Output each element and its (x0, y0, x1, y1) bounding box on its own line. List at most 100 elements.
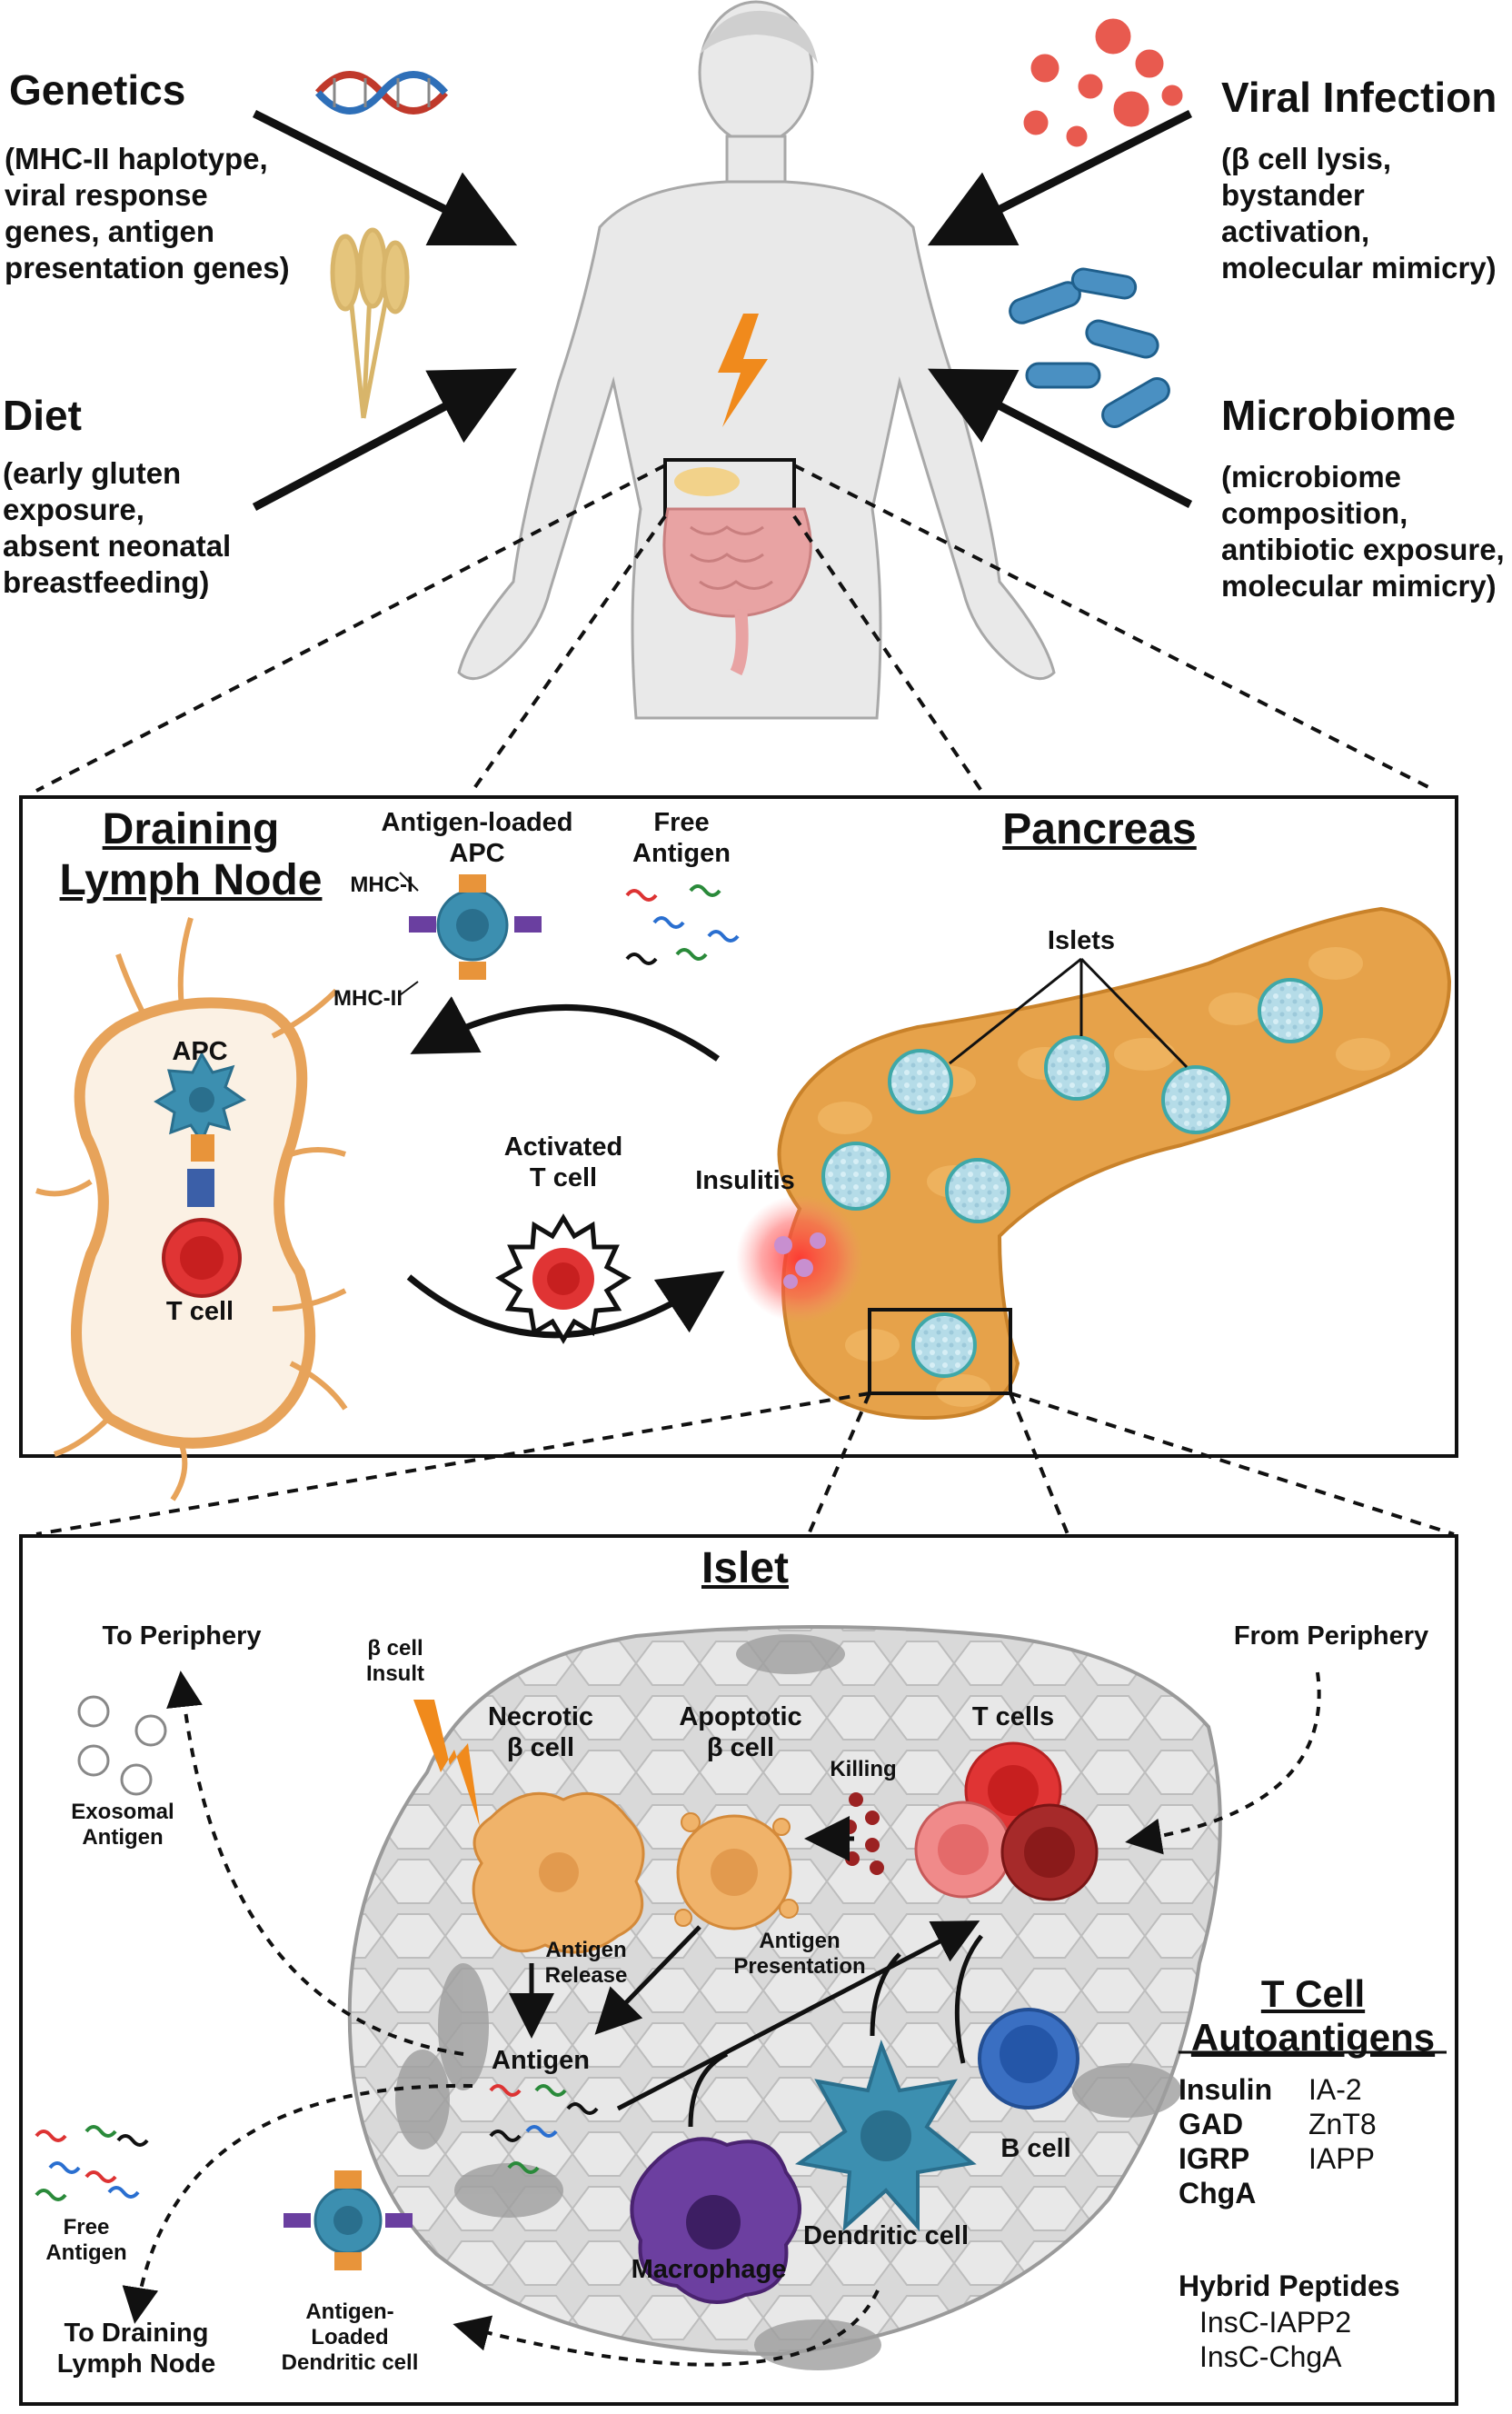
bottom-panel-border (19, 1534, 1458, 2406)
macrophage-label: Macrophage (631, 2255, 787, 2284)
zoom-lines-top (35, 464, 1437, 793)
mhc2-label: MHC-II (333, 986, 403, 1011)
genetics-line: (MHC-II haplotype, (5, 142, 268, 175)
autoantigen-item: Insulin (1179, 2073, 1273, 2106)
intestines-icon (662, 467, 812, 676)
insulitis-label: Insulitis (695, 1166, 795, 1195)
microbiome-line: composition, (1221, 496, 1408, 530)
diet-line: (early gluten (3, 456, 182, 490)
islets-leader-lines (949, 957, 1189, 1069)
autoantigen-item: IAPP (1308, 2142, 1375, 2175)
antigen-release-line: Antigen (545, 1938, 627, 1962)
dendritic-label: Dendritic cell (802, 2221, 970, 2250)
microbiome-line: (microbiome (1221, 460, 1402, 494)
autoantigens-title-line: Autoantigens (1190, 2016, 1436, 2059)
arrow-to-lymph (410, 996, 721, 1062)
loaded-dc-line: Loaded (311, 2325, 389, 2349)
viral-title: Viral Infection (1221, 74, 1497, 121)
virus-icon (1023, 18, 1183, 147)
loaded-dendritic-cell (284, 2170, 413, 2270)
necrotic-line: Necrotic (487, 1702, 594, 1731)
apc-loaded-label: Antigen-loaded APC (363, 807, 591, 869)
microbiome-title: Microbiome (1221, 392, 1457, 439)
dark-cells (395, 1634, 1181, 2370)
antigen-release-line: Release (544, 1963, 628, 1988)
hybrid-item: InsC-ChgA (1199, 2340, 1342, 2373)
lymph-node (35, 917, 348, 1501)
free-antigen-bottom-label: Free Antigen (36, 2215, 136, 2266)
apoptotic-line: β cell (706, 1733, 775, 1762)
islet-antigen-squiggles (489, 2084, 599, 2174)
microbiome-desc: (microbiome composition, antibiotic expo… (1221, 459, 1505, 604)
islet-title: Islet (701, 1544, 790, 1592)
macrophage (630, 2137, 801, 2304)
free-antigen-squiggles (625, 884, 740, 965)
necrotic-label: Necrotic β cell (468, 1701, 613, 1763)
genetics-line: genes, antigen (5, 214, 215, 248)
arrow-antigen-release-apoptotic (594, 1925, 701, 2035)
genetics-line: presentation genes) (5, 251, 290, 284)
autoantigens-left-list: Insulin GAD IGRP ChgA (1179, 2072, 1272, 2210)
apc-loaded-line: APC (449, 839, 505, 868)
free-antigen-label: Free Antigen (609, 807, 754, 869)
exosomal-antigen-icon (77, 1695, 167, 1796)
necrotic-nucleus (539, 1852, 579, 1892)
apoptotic-label: Apoptotic β cell (663, 1701, 818, 1763)
wheat-icon (330, 227, 410, 419)
islets (821, 978, 1323, 1378)
loaded-dc-line: Dendritic cell (281, 2350, 419, 2375)
microbiome-line: antibiotic exposure, (1221, 533, 1505, 566)
islets-label: Islets (1047, 926, 1116, 955)
activated-tcell (495, 1213, 632, 1344)
exosomal-line: Exosomal (71, 1800, 174, 1824)
lymph-title-line: Lymph Node (59, 856, 323, 904)
mhc1-label: MHC-I (350, 873, 413, 897)
viral-desc: (β cell lysis, bystander activation, mol… (1221, 141, 1497, 286)
zoom-lines-middle (35, 1392, 1455, 1536)
autoantigens-title-line: T Cell (1260, 1972, 1366, 2015)
dendritic-cell (794, 2039, 977, 2232)
activated-line: T cell (529, 1163, 598, 1192)
apc-loaded-cell (399, 872, 542, 996)
killing-label: Killing (830, 1757, 897, 1781)
middle-panel-border (19, 795, 1458, 1458)
exosomal-label: Exosomal Antigen (55, 1800, 191, 1850)
autoantigen-item: ZnT8 (1308, 2108, 1377, 2140)
diet-title: Diet (3, 392, 82, 439)
free-antigen-line: Free (653, 808, 710, 837)
diet-line: exposure, (3, 493, 144, 526)
bacteria-icon (1009, 267, 1170, 428)
bolt-icon (413, 1700, 480, 1827)
autoantigen-item: IA-2 (1308, 2073, 1362, 2106)
antigen-presentation-line: Antigen (759, 1929, 841, 1953)
viral-line: activation, (1221, 214, 1370, 248)
apoptotic-nucleus (711, 1849, 758, 1896)
dna-icon (314, 71, 449, 115)
bolt-icon (718, 314, 768, 427)
diet-line: absent neonatal (3, 529, 232, 563)
viral-line: molecular mimicry) (1221, 251, 1497, 284)
diet-line: breastfeeding) (3, 565, 210, 599)
autoantigen-item: IGRP (1179, 2142, 1250, 2175)
tcells-label: T cells (971, 1702, 1055, 1731)
tcells-cluster (914, 1741, 1099, 1901)
hybrid-list: InsC-IAPP2 InsC-ChgA (1199, 2305, 1351, 2374)
dashed-arrows-bottom (122, 1671, 1321, 2367)
free-antigen-line: Antigen (632, 839, 731, 868)
genetics-line: viral response (5, 178, 208, 212)
to-draining-line: Lymph Node (56, 2349, 216, 2379)
loaded-dc-label: Antigen- Loaded Dendritic cell (273, 2299, 427, 2376)
autoantigen-item: ChgA (1179, 2177, 1257, 2210)
pancreas-title: Pancreas (1002, 805, 1197, 853)
viral-line: bystander (1221, 178, 1365, 212)
free-antigen-bottom-line: Antigen (45, 2240, 127, 2265)
to-draining-label: To Draining Lymph Node (36, 2318, 236, 2379)
apc-loaded-line: Antigen-loaded (381, 808, 573, 837)
genetics-title: Genetics (9, 66, 186, 114)
hybrid-title: Hybrid Peptides (1179, 2269, 1400, 2302)
free-antigen-bottom-squiggles (35, 2125, 149, 2201)
apoptotic-line: Apoptotic (679, 1702, 802, 1731)
arrow-genetics (252, 109, 518, 246)
islet-zoom-box (868, 1308, 1012, 1395)
